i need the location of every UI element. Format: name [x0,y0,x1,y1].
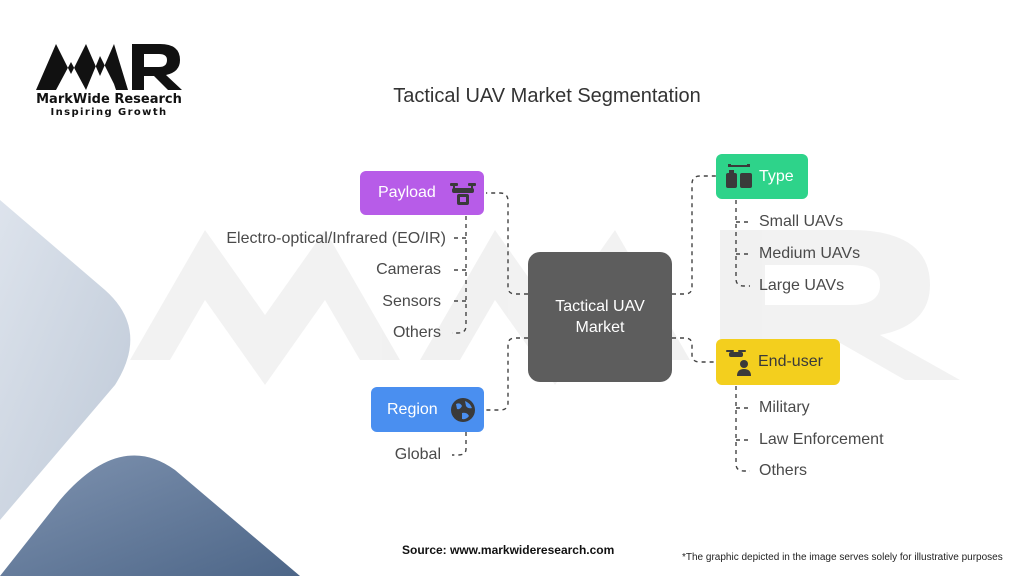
globe-icon [451,398,475,422]
diagram-title: Tactical UAV Market Segmentation [393,85,701,107]
background-shape-light [0,200,131,520]
payload-item: Cameras [376,261,441,278]
background-shape-dark [0,455,300,576]
type-item: Small UAVs [759,213,844,230]
drone-user-icon [726,350,751,376]
brand-tagline: Inspiring Growth [50,107,168,118]
segment-payload-label: Payload [378,184,436,201]
center-node-label: Tactical UAV Market [555,298,645,336]
payload-item: Electro-optical/Infrared (EO/IR) [226,230,446,247]
uav-type-icon [726,164,752,188]
brand-name: MarkWide Research [36,92,182,107]
brand-logo: MarkWide Research Inspiring Growth [34,40,194,125]
segment-enduser-label: End-user [758,353,823,370]
mwr-logo-icon [36,44,182,90]
enduser-item: Law Enforcement [759,431,884,448]
source-citation: Source: www.markwideresearch.com [402,543,615,557]
segment-payload: Payload [360,171,484,215]
segment-region: Region [371,387,484,432]
payload-item: Others [392,324,441,341]
region-item: Global [394,446,441,463]
disclaimer-note: *The graphic depicted in the image serve… [682,552,1003,563]
type-item: Large UAVs [759,277,845,294]
segment-type-label: Type [759,167,794,185]
segment-enduser: End-user [716,339,840,385]
enduser-item: Others [759,462,808,479]
enduser-item: Military [759,399,810,416]
type-item: Medium UAVs [759,245,861,262]
segment-type: Type [716,154,808,199]
drone-payload-icon [450,183,476,205]
payload-item: Sensors [382,293,441,310]
segment-region-label: Region [387,400,438,418]
center-node: Tactical UAV Market [528,252,672,382]
